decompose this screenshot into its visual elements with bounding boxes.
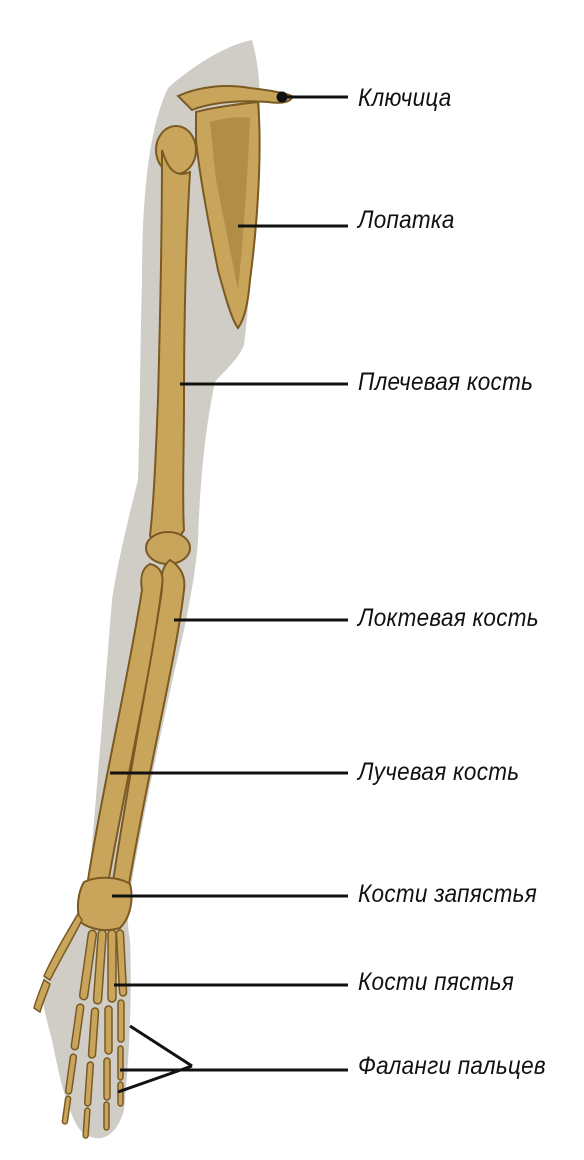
leader-phalanges-a	[130, 1026, 192, 1066]
label-scapula: Лопатка	[358, 206, 455, 235]
elbow-joint	[146, 532, 190, 564]
label-clavicle: Ключица	[358, 84, 452, 113]
label-metacarpals: Кости пястья	[358, 968, 514, 997]
label-carpals: Кости запястья	[358, 880, 537, 909]
leader-clavicle-dot	[278, 93, 286, 101]
label-humerus: Плечевая кость	[358, 368, 533, 397]
label-ulna: Локтевая кость	[358, 604, 539, 633]
label-radius: Лучевая кость	[358, 758, 519, 787]
carpal-bones	[78, 878, 132, 930]
label-phalanges: Фаланги пальцев	[358, 1052, 546, 1081]
